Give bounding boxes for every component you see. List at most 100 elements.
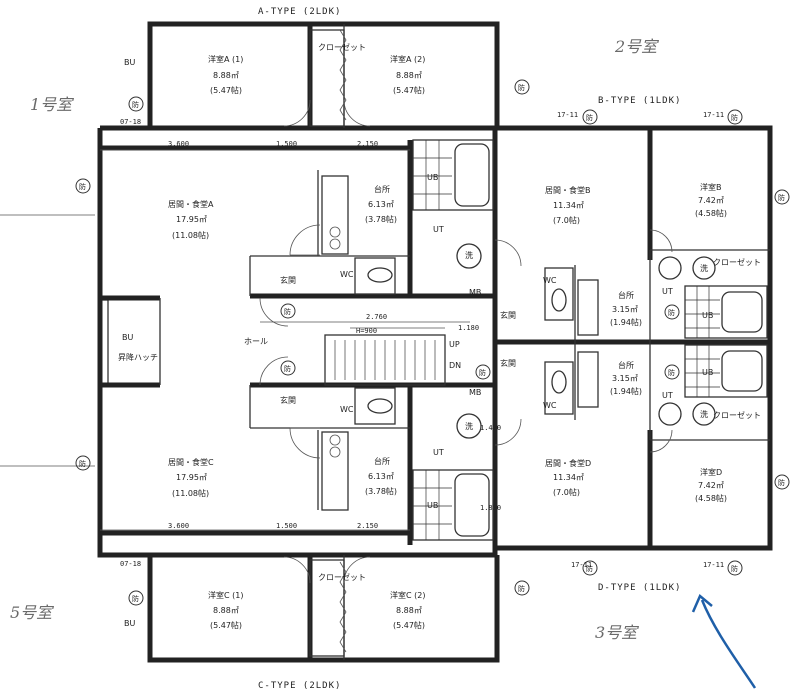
mark-07-18-a: 07-18: [120, 118, 141, 126]
ut-a: UT: [433, 225, 444, 234]
bu-mid: BU: [122, 333, 133, 342]
fire-marker-label: 防: [518, 83, 525, 92]
dim-1470: 1.470: [480, 424, 501, 432]
dim-2150-c: 2.150: [357, 522, 378, 530]
fire-marker-circle: [514, 79, 530, 95]
fire-marker-label: 防: [586, 113, 593, 122]
mb-a: MB: [469, 288, 481, 297]
closet-c1: クローゼット: [318, 572, 366, 582]
note-room-3: 3号室: [595, 623, 639, 642]
a-kitchen-name: 台所: [374, 184, 390, 194]
note-room-1: 1号室: [30, 95, 74, 114]
c-kitchen-area: 6.13㎡: [368, 472, 394, 481]
fire-marker-circle: [727, 560, 743, 576]
wc-c: WC: [340, 405, 354, 414]
ub-d: UB: [702, 368, 713, 377]
note-room-5: 5号室: [10, 603, 54, 622]
fire-marker-circle: [475, 364, 491, 380]
a-western-1-area: 8.88㎡: [213, 71, 239, 80]
bathrooms: [412, 139, 768, 541]
d-living-jo: (7.0帖): [553, 487, 580, 497]
b-western-name: 洋室B: [700, 182, 722, 192]
a-living-jo: (11.08帖): [172, 230, 209, 240]
dim-3600-c: 3.600: [168, 522, 189, 530]
ut-c: UT: [433, 448, 444, 457]
dim-1500-c: 1.500: [276, 522, 297, 530]
a-type-title: A-TYPE (2LDK): [258, 7, 341, 17]
closet-d: クローゼット: [713, 410, 761, 420]
b-living-jo: (7.0帖): [553, 215, 580, 225]
d-western-area: 7.42㎡: [698, 481, 724, 490]
note-room-2: 2号室: [614, 37, 659, 56]
fire-marker-circle: [664, 364, 680, 380]
c-western-1-area: 8.88㎡: [213, 606, 239, 615]
dn-label: DN: [449, 361, 461, 370]
fire-marker-circle: [664, 304, 680, 320]
mark-17-11-d1: 17-11: [571, 561, 592, 569]
dim-1850: 1.850: [480, 504, 501, 512]
fire-marker-label: 防: [586, 564, 593, 573]
fire-marker-circle: [75, 178, 91, 194]
fire-marker-circle: [582, 560, 598, 576]
c-kitchen-jo: (3.78帖): [365, 486, 397, 496]
c-type-title: C-TYPE (2LDK): [258, 681, 341, 691]
fire-marker-circle: [582, 109, 598, 125]
fire-marker-circle: [727, 109, 743, 125]
dim-3600-a: 3.600: [168, 140, 189, 148]
d-western-jo: (4.58帖): [695, 493, 727, 503]
dim-2760: 2.760: [366, 313, 387, 321]
fire-marker-label: 防: [518, 584, 525, 593]
fire-marker-circle: [75, 455, 91, 471]
fire-marker-label: 防: [778, 478, 785, 487]
a-western-2-jo: (5.47帖): [393, 85, 425, 95]
fire-marker-label: 防: [132, 100, 139, 109]
text-labels: A-TYPE (2LDK) B-TYPE (1LDK) C-TYPE (2LDK…: [10, 7, 761, 691]
entrance-b: 玄関: [500, 310, 516, 320]
fire-marker-label: 防: [284, 364, 291, 373]
a-western-2-area: 8.88㎡: [396, 71, 422, 80]
wc-d: WC: [543, 401, 557, 410]
d-kitchen-area: 3.15㎡: [612, 374, 638, 383]
up-label: UP: [449, 340, 460, 349]
c-living-name: 居間・食堂C: [168, 457, 214, 467]
mb-c: MB: [469, 388, 481, 397]
b-living-area: 11.34㎡: [553, 201, 584, 210]
dim-1180: 1.180: [458, 324, 479, 332]
c-western-1-jo: (5.47帖): [210, 620, 242, 630]
fire-marker-label: 防: [79, 459, 86, 468]
hatch-label: 昇降ハッチ: [118, 352, 158, 362]
a-kitchen-area: 6.13㎡: [368, 200, 394, 209]
d-kitchen-jo: (1.94帖): [610, 386, 642, 396]
wash-b: 洗: [700, 263, 708, 273]
c-western-1-name: 洋室C (1): [208, 590, 243, 600]
mark-17-11-d2: 17-11: [703, 561, 724, 569]
mark-17-11-b1: 17-11: [557, 111, 578, 119]
fire-marker-label: 防: [79, 182, 86, 191]
closet-a1: クローゼット: [318, 42, 366, 52]
mark-07-18-c: 07-18: [120, 560, 141, 568]
fire-marker-label: 防: [668, 308, 675, 317]
dim-2150-a: 2.150: [357, 140, 378, 148]
b-type-title: B-TYPE (1LDK): [598, 96, 681, 106]
fire-marker-label: 防: [731, 564, 738, 573]
closets: [309, 29, 347, 657]
fire-marker-label: 防: [284, 307, 291, 316]
a-kitchen-jo: (3.78帖): [365, 214, 397, 224]
d-western-name: 洋室D: [700, 467, 722, 477]
hall-label: ホール: [244, 337, 268, 346]
ut-d: UT: [662, 391, 673, 400]
fire-marker-circle: [280, 360, 296, 376]
fire-marker-label: 防: [731, 113, 738, 122]
fire-marker-circle: [128, 96, 144, 112]
wash-a: 洗: [465, 250, 473, 260]
a-western-1-jo: (5.47帖): [210, 85, 242, 95]
b-western-jo: (4.58帖): [695, 208, 727, 218]
bu-c: BU: [124, 619, 135, 628]
wash-c: 洗: [465, 421, 473, 431]
fire-marker-circle: [774, 189, 790, 205]
a-living-area: 17.95㎡: [176, 215, 207, 224]
fire-marker-circle: [280, 303, 296, 319]
fire-marker-circle: [774, 474, 790, 490]
fire-marker-circle: [128, 590, 144, 606]
wc-a: WC: [340, 270, 354, 279]
